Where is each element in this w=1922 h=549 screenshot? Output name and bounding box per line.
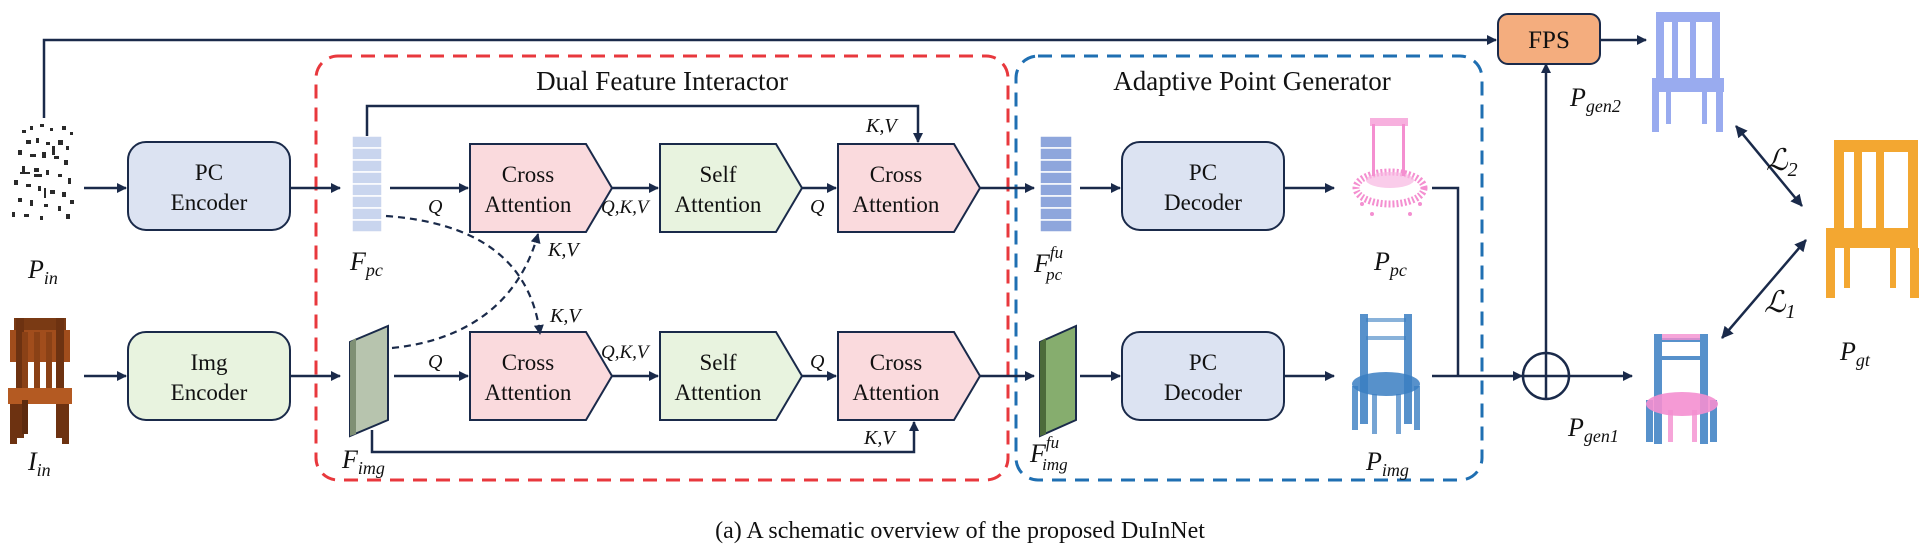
partial-point-cloud-icon: [12, 124, 74, 220]
kv-label-dashed-bot: K,V: [549, 305, 583, 327]
p-gen1-point-cloud: [1646, 334, 1718, 444]
pc-encoder-block: PC Encoder: [127, 141, 291, 231]
svg-text:Attention: Attention: [853, 192, 940, 217]
p-img-label: Pimg: [1365, 447, 1409, 480]
arrow-fimg-kv-to-cross-bot-2: [370, 421, 919, 454]
svg-text:Attention: Attention: [485, 380, 572, 405]
arrow-pin-to-fps: [42, 35, 1497, 118]
p-gen2-label: Pgen2: [1569, 83, 1621, 116]
q-label-top-2: Q: [810, 196, 825, 218]
svg-text:Self: Self: [699, 350, 736, 375]
cross-attention-top-1: Cross Attention: [469, 143, 614, 233]
f-pc-label: Fpc: [349, 247, 383, 280]
svg-text:Cross: Cross: [502, 162, 554, 187]
svg-text:Attention: Attention: [853, 380, 940, 405]
circle-plus-icon: [1521, 351, 1571, 401]
figure-caption: (a) A schematic overview of the proposed…: [715, 518, 1205, 544]
svg-text:Cross: Cross: [870, 350, 922, 375]
dashed-fpc-to-cross-bot-1: [385, 214, 544, 335]
pc-decoder-bot-block: PC Decoder: [1121, 331, 1285, 421]
l1-label: ℒ1: [1764, 286, 1796, 323]
svg-text:Attention: Attention: [675, 192, 762, 217]
f-pc-fu-feature: [1039, 135, 1073, 233]
cross-attention-bot-2: Cross Attention: [837, 331, 982, 421]
cross-attention-top-2: Cross Attention: [837, 143, 982, 233]
dashed-fimg-to-cross-top-1: [391, 233, 541, 350]
f-pc-feature: [351, 135, 383, 233]
q-label-top-1: Q: [428, 196, 443, 218]
f-img-feature: [349, 324, 389, 438]
fps-block: FPS: [1497, 13, 1601, 65]
loss-1-arrow: [1721, 239, 1807, 339]
svg-text:Cross: Cross: [870, 162, 922, 187]
svg-text:Attention: Attention: [675, 380, 762, 405]
p-pc-label: Ppc: [1373, 247, 1407, 280]
q-label-bot-1: Q: [428, 351, 443, 373]
f-img-fu-feature: [1039, 324, 1077, 438]
p-gen2-point-cloud: [1652, 12, 1724, 132]
svg-text:Self: Self: [699, 162, 736, 187]
svg-text:FPS: FPS: [1528, 27, 1570, 54]
dual-interactor-title: Dual Feature Interactor: [536, 66, 788, 96]
svg-text:PC: PC: [1189, 160, 1217, 185]
arrow-fpc-kv-to-cross-top-2: [365, 104, 923, 143]
svg-text:PC: PC: [1189, 350, 1217, 375]
svg-text:Encoder: Encoder: [171, 380, 248, 405]
kv-label-bot-loop: K,V: [863, 427, 897, 449]
kv-label-top-loop: K,V: [865, 115, 899, 137]
p-gen1-label: Pgen1: [1567, 413, 1619, 446]
svg-text:Cross: Cross: [502, 350, 554, 375]
i-in-label: Iin: [27, 447, 51, 480]
p-img-point-cloud: [1352, 314, 1420, 434]
adaptive-generator-title: Adaptive Point Generator: [1113, 66, 1390, 96]
svg-text:Img: Img: [190, 350, 228, 375]
cross-attention-bot-1: Cross Attention: [469, 331, 614, 421]
svg-text:Decoder: Decoder: [1164, 190, 1242, 215]
adaptive-point-generator-region: Adaptive Point Generator: [1014, 54, 1484, 482]
p-pc-point-cloud: [1352, 118, 1428, 216]
f-img-label: Fimg: [341, 445, 385, 478]
qkv-label-top: Q,K,V: [601, 197, 651, 218]
kv-label-dashed-top: K,V: [547, 239, 581, 261]
svg-text:PC: PC: [195, 160, 223, 185]
svg-text:Attention: Attention: [485, 192, 572, 217]
self-attention-top: Self Attention: [659, 143, 804, 233]
pc-decoder-top-block: PC Decoder: [1121, 141, 1285, 231]
svg-text:Decoder: Decoder: [1164, 380, 1242, 405]
p-in-label: Pin: [27, 255, 58, 288]
q-label-bot-2: Q: [810, 351, 825, 373]
chair-photo-icon: [8, 318, 72, 444]
img-encoder-block: Img Encoder: [127, 331, 291, 421]
qkv-label-bot: Q,K,V: [601, 342, 651, 363]
self-attention-bot: Self Attention: [659, 331, 804, 421]
loss-2-arrow: [1735, 125, 1803, 207]
svg-text:Encoder: Encoder: [171, 190, 248, 215]
line-ppc-to-sum: [1432, 186, 1460, 376]
p-gt-point-cloud: [1826, 140, 1919, 298]
p-gt-label: Pgt: [1839, 337, 1871, 370]
l2-label: ℒ2: [1766, 144, 1798, 181]
dual-feature-interactor-region: Dual Feature Interactor: [314, 54, 1010, 482]
